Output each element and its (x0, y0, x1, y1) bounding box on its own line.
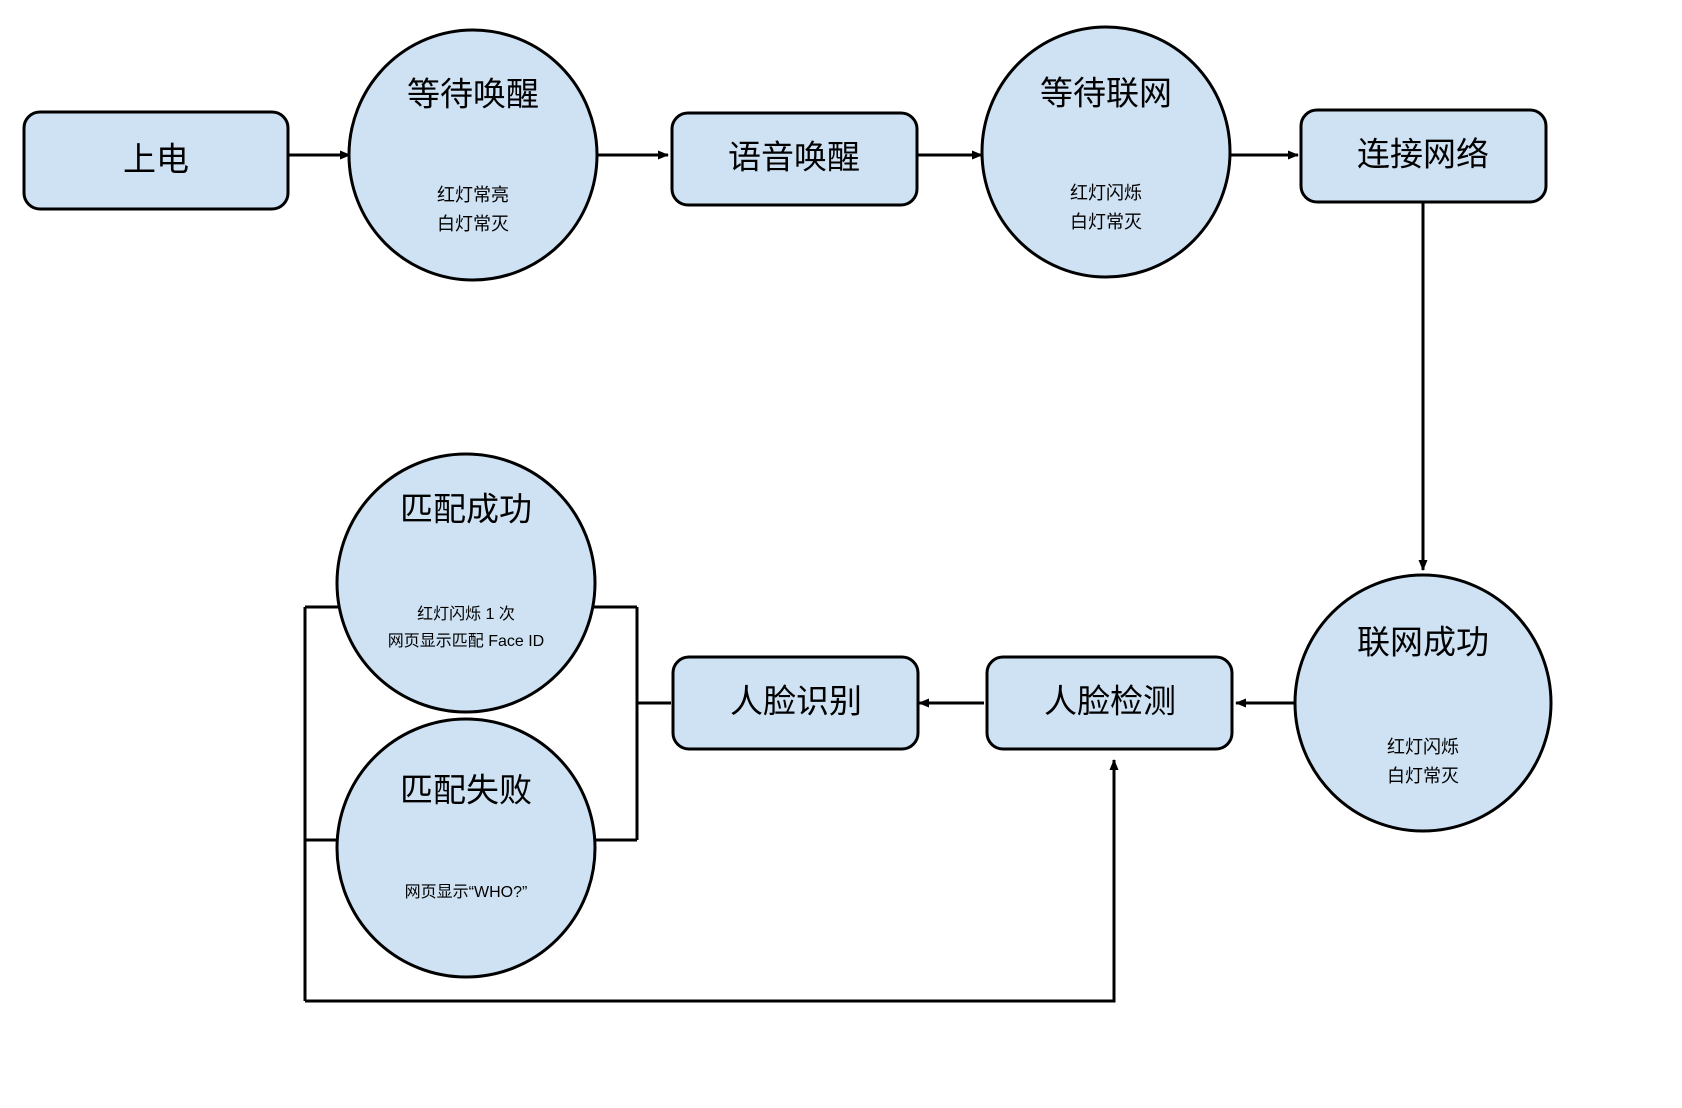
node-face-recognize-label: 人脸识别 (730, 683, 862, 720)
node-wait-network[interactable]: 等待联网 红灯闪烁 白灯常灭 (980, 25, 1232, 279)
node-network-success-label: 联网成功 (1357, 624, 1489, 661)
node-match-success-label: 匹配成功 (400, 491, 532, 528)
node-network-success-sub-1: 红灯闪烁 (1387, 737, 1459, 757)
node-wait-network-sub-1: 红灯闪烁 (1070, 183, 1142, 203)
node-face-recognize-shape[interactable] (671, 655, 920, 751)
node-match-success[interactable]: 匹配成功 红灯闪烁 1 次 网页显示匹配 Face ID (335, 452, 597, 714)
node-match-success-sub-2: 网页显示匹配 Face ID (388, 632, 544, 650)
node-power-on[interactable]: 上电 (22, 110, 290, 211)
node-face-detect[interactable]: 人脸检测 (985, 655, 1234, 751)
node-connect-network-label: 连接网络 (1357, 136, 1489, 173)
node-match-fail-sub-1: 网页显示“WHO?” (405, 884, 528, 901)
node-wait-network-label: 等待联网 (1040, 75, 1172, 112)
node-face-detect-shape[interactable] (985, 655, 1234, 751)
node-match-fail-label: 匹配失败 (400, 772, 532, 809)
node-match-success-shape[interactable] (335, 452, 597, 714)
node-connect-network[interactable]: 连接网络 (1299, 108, 1548, 204)
node-face-recognize[interactable]: 人脸识别 (671, 655, 920, 751)
node-wait-network-sub-2: 白灯常灭 (1070, 212, 1142, 232)
node-network-success-sub-2: 白灯常灭 (1387, 766, 1459, 786)
node-match-fail-shape[interactable] (335, 717, 597, 979)
node-power-on-label: 上电 (123, 141, 189, 178)
node-wait-wakeup-sub-1: 红灯常亮 (437, 185, 509, 205)
node-power-on-shape[interactable] (22, 110, 290, 211)
node-voice-wakeup-shape[interactable] (670, 111, 919, 207)
edge-match-fail-loopback-to-face-detect (305, 759, 1119, 1003)
node-wait-wakeup-shape[interactable] (347, 28, 599, 282)
node-wait-wakeup-sub-2: 白灯常灭 (437, 214, 509, 234)
node-wait-wakeup[interactable]: 等待唤醒 红灯常亮 白灯常灭 (347, 28, 599, 282)
node-network-success-shape[interactable] (1293, 573, 1553, 833)
node-connect-network-shape[interactable] (1299, 108, 1548, 204)
node-network-success[interactable]: 联网成功 红灯闪烁 白灯常灭 (1293, 573, 1553, 833)
node-wait-network-shape[interactable] (980, 25, 1232, 279)
node-match-success-sub-1: 红灯闪烁 1 次 (417, 605, 515, 623)
node-match-fail[interactable]: 匹配失败 网页显示“WHO?” (335, 717, 597, 979)
node-wait-wakeup-label: 等待唤醒 (407, 76, 539, 113)
node-voice-wakeup[interactable]: 语音唤醒 (670, 111, 919, 207)
node-face-detect-label: 人脸检测 (1044, 683, 1176, 720)
node-voice-wakeup-label: 语音唤醒 (728, 139, 860, 176)
